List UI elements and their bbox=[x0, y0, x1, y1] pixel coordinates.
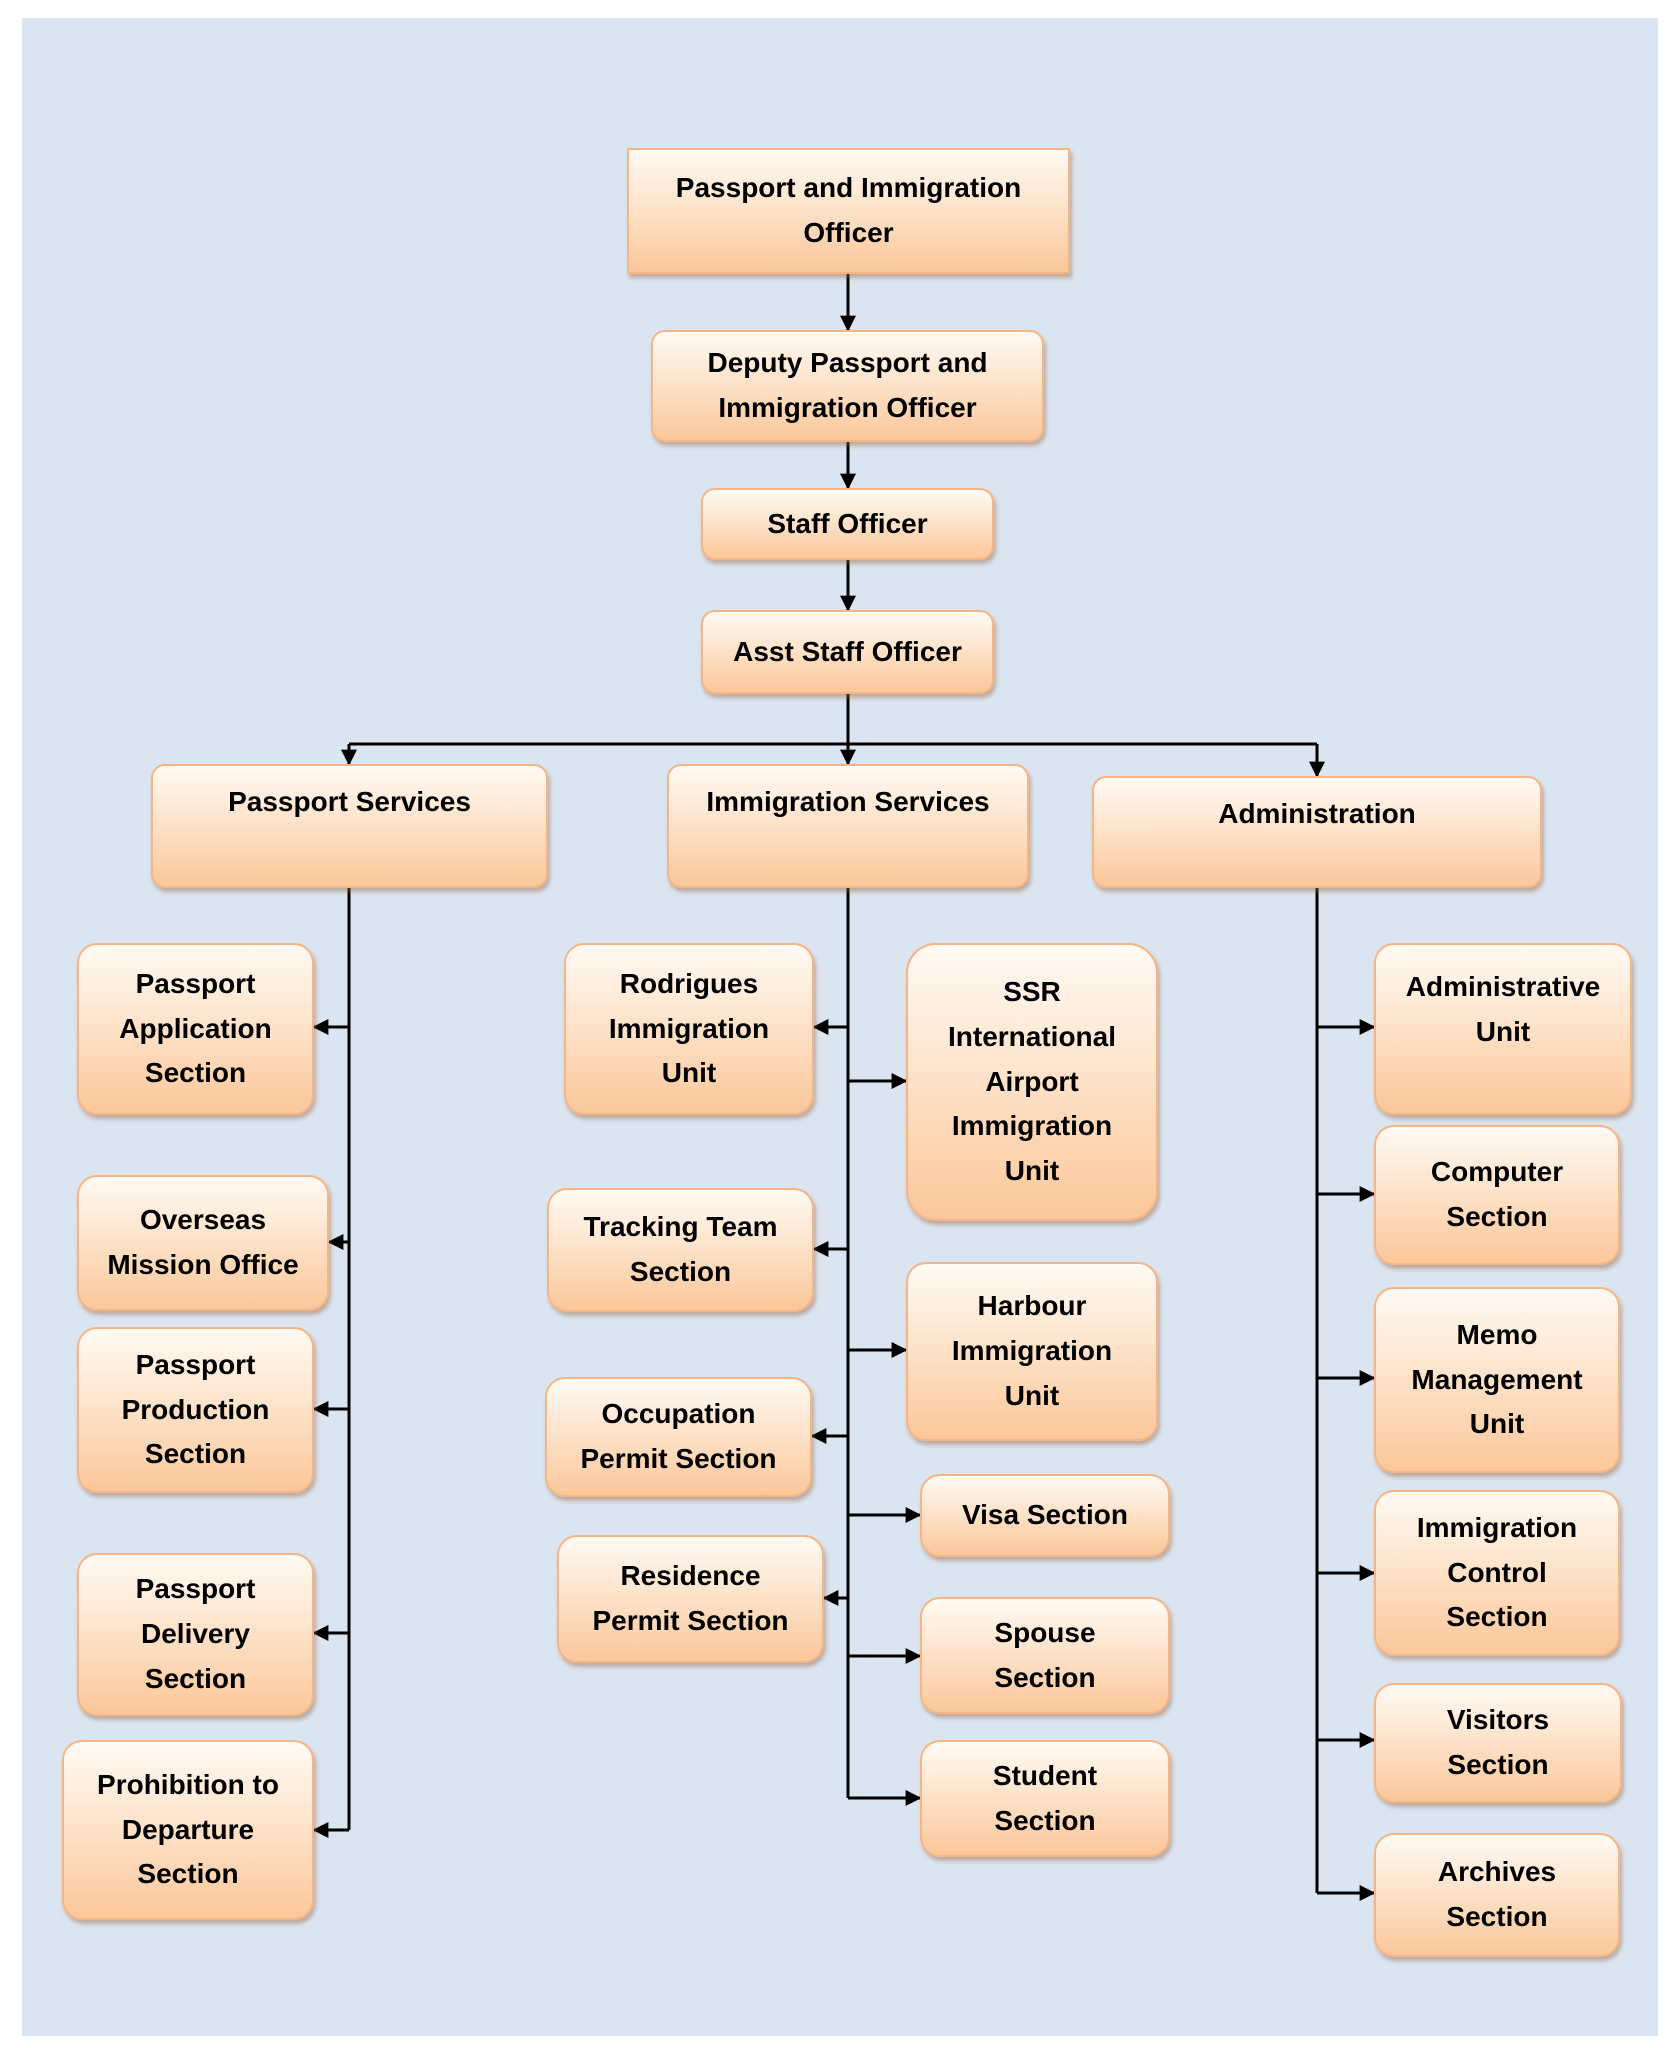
box-passport-immigration-officer: Passport and Immigration Officer bbox=[627, 148, 1070, 274]
box-overseas-mission-office: Overseas Mission Office bbox=[77, 1175, 329, 1311]
box-asst-staff-officer: Asst Staff Officer bbox=[701, 610, 994, 694]
box-spouse-section: Spouse Section bbox=[920, 1597, 1170, 1714]
box-passport-delivery-section: Passport Delivery Section bbox=[77, 1553, 314, 1716]
box-rodrigues-immigration-unit: Rodrigues Immigration Unit bbox=[564, 943, 814, 1115]
box-student-section: Student Section bbox=[920, 1740, 1170, 1857]
box-tracking-team-section: Tracking Team Section bbox=[547, 1188, 814, 1312]
box-immigration-control-section: Immigration Control Section bbox=[1374, 1490, 1620, 1656]
box-computer-section: Computer Section bbox=[1374, 1125, 1620, 1265]
box-prohibition-departure-section: Prohibition to Departure Section bbox=[62, 1740, 314, 1920]
box-passport-production-section: Passport Production Section bbox=[77, 1327, 314, 1493]
box-passport-application-section: Passport Application Section bbox=[77, 943, 314, 1115]
box-harbour-immigration-unit: Harbour Immigration Unit bbox=[906, 1262, 1158, 1441]
box-visitors-section: Visitors Section bbox=[1374, 1683, 1622, 1803]
box-administration: Administration bbox=[1092, 776, 1542, 888]
box-administrative-unit: Administrative Unit bbox=[1374, 943, 1632, 1115]
box-passport-services: Passport Services bbox=[151, 764, 548, 888]
box-staff-officer: Staff Officer bbox=[701, 488, 994, 560]
box-deputy-officer: Deputy Passport and Immigration Officer bbox=[651, 330, 1044, 442]
box-ssr-airport-immigration-unit: SSR International Airport Immigration Un… bbox=[906, 943, 1158, 1221]
box-residence-permit-section: Residence Permit Section bbox=[557, 1535, 824, 1663]
box-occupation-permit-section: Occupation Permit Section bbox=[545, 1377, 812, 1497]
box-visa-section: Visa Section bbox=[920, 1474, 1170, 1557]
box-memo-management-unit: Memo Management Unit bbox=[1374, 1287, 1620, 1473]
box-immigration-services: Immigration Services bbox=[667, 764, 1029, 888]
box-archives-section: Archives Section bbox=[1374, 1833, 1620, 1957]
